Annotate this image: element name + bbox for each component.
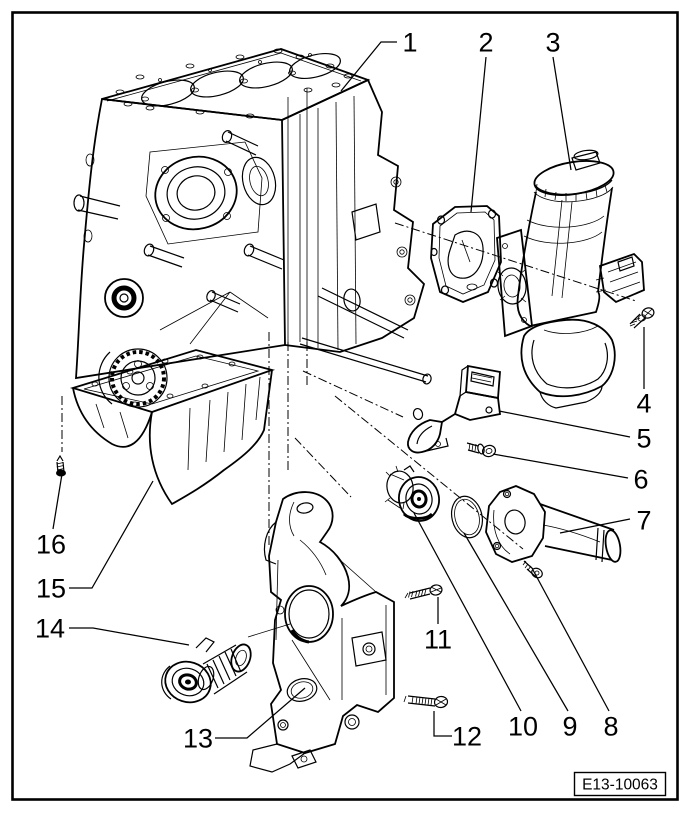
callout-14: 14 xyxy=(35,614,65,644)
leader-line-16 xyxy=(52,473,63,530)
callout-13: 13 xyxy=(183,724,213,754)
leader-line-6 xyxy=(492,453,629,479)
callout-7: 7 xyxy=(636,506,651,536)
tensioner-art xyxy=(161,623,291,704)
leader-line-15 xyxy=(69,480,154,589)
callout-5: 5 xyxy=(636,424,651,454)
bracket-5-art xyxy=(407,364,501,454)
leader-line-7 xyxy=(559,518,631,534)
figure-code-text: E13-10063 xyxy=(582,777,658,794)
leader-line-9 xyxy=(463,532,569,712)
leader-line-10 xyxy=(413,512,522,712)
bolt-16-art xyxy=(56,454,66,477)
figure-frame xyxy=(11,11,679,801)
callout-4: 4 xyxy=(636,389,651,419)
callout-10: 10 xyxy=(508,712,538,742)
figure-code-label: E13-10063 xyxy=(573,771,667,797)
bolt-8-art xyxy=(522,560,543,579)
callout-6: 6 xyxy=(633,465,648,495)
engine-block-art xyxy=(73,48,432,408)
bracket-13-art xyxy=(249,491,395,773)
callout-9: 9 xyxy=(562,712,577,742)
bolt-4-art xyxy=(629,307,655,329)
bolt-11-art xyxy=(404,584,443,600)
oil-pan-art xyxy=(69,349,276,506)
centerlines xyxy=(61,88,637,550)
callout-3: 3 xyxy=(545,28,560,58)
leader-line-5 xyxy=(498,410,631,438)
oil-filter-housing-art xyxy=(496,149,645,409)
callout-11: 11 xyxy=(424,625,452,655)
leader-line-1 xyxy=(340,41,397,92)
leader-line-3 xyxy=(552,56,572,171)
leader-line-13 xyxy=(215,687,306,739)
callout-2: 2 xyxy=(478,28,493,58)
leader-line-14 xyxy=(69,627,190,646)
callout-15: 15 xyxy=(36,574,66,604)
leader-line-12 xyxy=(433,711,452,737)
callout-12: 12 xyxy=(452,722,482,752)
gasket-art xyxy=(430,205,502,303)
thermostat-art xyxy=(384,465,440,522)
callout-8: 8 xyxy=(603,712,618,742)
leader-line-8 xyxy=(532,569,610,712)
callout-1: 1 xyxy=(402,28,417,58)
bolt-6-art xyxy=(466,442,497,458)
head-gasket-holes xyxy=(115,48,353,119)
coolant-flange-art xyxy=(485,485,622,563)
bolt-12-art xyxy=(403,695,449,709)
leader-line-2 xyxy=(470,56,487,213)
o-ring-art xyxy=(448,495,484,539)
callout-16: 16 xyxy=(36,530,66,560)
